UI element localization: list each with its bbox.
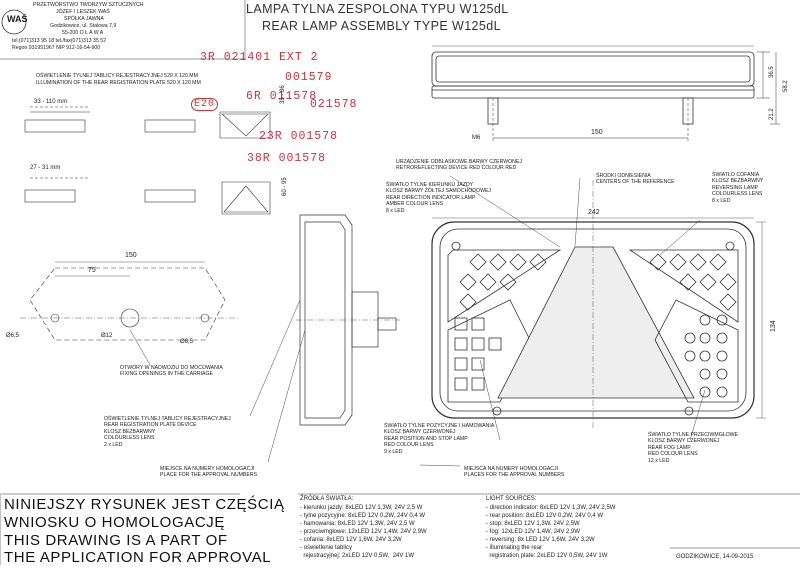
dim-150-top: 150 (591, 129, 603, 136)
dim-m6: M6 (472, 135, 481, 141)
dim-60-95: 60 - 95 (282, 177, 288, 196)
note-fog: ŚWIATŁO TYLNE PRZECIWMGŁOWE KLOSZ BARWY … (648, 432, 739, 464)
disclaimer-line-1: NINIEJSZY RYSUNEK JEST CZĘŚCIĄ (4, 496, 285, 513)
dim-phi-6-5-left: Ø6,5 (6, 333, 20, 339)
sources-pl-item: - przeciwmgłowe: 12xLED 12V 1,4W, 24V 2,… (300, 529, 427, 535)
note-fixing: OTWORY W NADWOZIU DO MOCOWANIA FIXING OP… (120, 365, 223, 378)
sources-en-item: registration plate: 2xLED 12V 0,5W, 24V … (486, 553, 608, 559)
company-street: Godzikowice, ul. Stalowa 7,9 (50, 23, 117, 29)
dim-150-holes: 150 (125, 252, 137, 259)
company-form: SPÓŁKA JAWNA (64, 16, 104, 22)
sources-en-item: - stop: 8xLED 12V 1,3W, 24V 2,5W (486, 521, 580, 527)
leader-lines (129, 175, 706, 467)
front-view (431, 180, 766, 430)
disclaimer-line-3: THIS DRAWING IS A PART OF (4, 532, 228, 549)
stamp-23r: 23R 001578 (259, 130, 339, 143)
note-reversing: ŚWIATŁO COFANIA KLOSZ BEZBARWNY REVERSIN… (712, 172, 764, 204)
dim-36-5: 36.5 (769, 66, 775, 78)
stamp-3r: 3R 021401 EXT 2 (200, 51, 319, 64)
title-polish: LAMPA TYLNA ZESPOLONA TYPU W125dL (246, 2, 509, 16)
company-logo-circle (1, 9, 27, 35)
disclaimer-line-2: WNIOSKU O HOMOLOGACJĘ (4, 514, 225, 531)
sources-en-heading: LIGHT SOURCES: (486, 496, 537, 502)
note-plate-device: OŚWIETLENIE TYLNEJ TABLICY REJESTRACYJNE… (104, 416, 231, 448)
plate-illumination-pl: OŚWIETLENIE TYLNEJ TABLICY REJESTRACYJNE… (36, 73, 198, 79)
dim-21: 21.2 (769, 108, 775, 120)
side-section-view (296, 214, 400, 426)
sources-pl-item: - hamowania: 8xLED 12V 1,3W, 24V 2,5 W (300, 521, 415, 527)
title-english: REAR LAMP ASSEMBLY TYPE W125dL (262, 19, 501, 33)
sources-pl-item: rejestracyjnej: 2xLED 12V 0,5W, 24V 1W (300, 553, 415, 559)
company-owners: JÓZEF I LESZEK WAŚ (56, 9, 110, 15)
stamp-021578: 021578 (310, 98, 358, 111)
dim-242: 242 (588, 209, 600, 216)
sources-en-item: - reversing: 8x LED 12V 1,6W, 24V 3,2W (486, 537, 595, 543)
disclaimer-line-4: THE APPLICATION FOR APPROVAL (4, 549, 272, 566)
sources-pl-heading: ŹRÓDŁA ŚWIATŁA: (300, 496, 354, 502)
sources-en-item: - fog: 12xLED 12V 1,4W, 24V 2,9W (486, 529, 581, 535)
dim-phi-12: Ø12 (101, 333, 113, 339)
stamp-38r: 38R 001578 (247, 152, 327, 165)
fixing-holes-view (20, 261, 240, 341)
drawing-date: GODZIKOWICE, 14-09-2015 (676, 554, 754, 560)
company-logo: WAŚ (7, 14, 28, 24)
dim-phi-6-5-right: Ø6,5 (180, 339, 194, 345)
sources-pl-item: - tylne pozycyjne: 8xLED 12V 0,2W, 24V 0… (300, 513, 426, 519)
note-centers: ŚRODKI ODNIESIENIA CENTERS OF THE REFERE… (596, 173, 675, 186)
dim-33-110: 33 - 110 mm (34, 99, 68, 105)
company-city: 55-200 O Ł A W A (62, 30, 104, 36)
dim-58-2: 58.2 (783, 80, 789, 92)
sources-en-item: - direction indicator: 8xLED 12V 1,3W, 2… (486, 505, 616, 511)
company-regon: Regon 931951967 NIP 912-16-54-900 (12, 45, 101, 51)
sources-en-item: - illuminating the rear (486, 545, 543, 551)
top-side-view (431, 45, 780, 142)
company-phone: tel.(071)313 95 18 tel./fax(071)313 35 5… (12, 38, 107, 44)
note-homolog-bottom: MIEJSCA NA NUMERY HOMOLOGACJI PLACES FOR… (464, 466, 565, 479)
stamp-e20: E20 (191, 98, 219, 111)
plate-illumination-en: ILLUMINATION OF THE REAR REGISTRATION PL… (36, 80, 201, 86)
dim-134: 134 (770, 320, 777, 332)
note-reflex: URZĄDZENIE ODBLASKOWE BARWY CZERWONEJ RE… (396, 159, 522, 172)
note-homolog-left: MIEJSCE NA NUMERY HOMOLOGACJI PLACE FOR … (160, 466, 258, 479)
mount-views (24, 106, 271, 215)
sources-pl-item: - kierunku jazdy: 8xLED 12V 1,3W, 24V 2,… (300, 505, 423, 511)
note-position-stop: ŚWIATŁO TYLNE POZYCYJNE I HAMOWANIA KLOS… (384, 423, 495, 455)
note-indicator: ŚWIATŁO TYLNE KIERUNKU JAZDY KLOSZ BARWY… (386, 182, 492, 214)
sources-pl-item: - oświetlenie tablicy (300, 545, 353, 551)
stamp-6r: 6R 011578 (246, 90, 318, 103)
stamp-001579: 001579 (285, 71, 333, 84)
sources-en-item: - rear position: 8xLED 12V 0,2W, 24V 0,4… (486, 513, 604, 519)
company-name: PRZETWÓRSTWO TWORZYW SZTUCZNYCH (33, 2, 144, 8)
dim-75: 75 (88, 267, 96, 274)
dim-27-31: 27 - 31 mm (30, 165, 61, 171)
dim-35-86: 35 - 86 (280, 85, 286, 104)
sources-pl-item: - cofania: 8xLED 12V 1,6W, 24V 3,2W (300, 537, 402, 543)
